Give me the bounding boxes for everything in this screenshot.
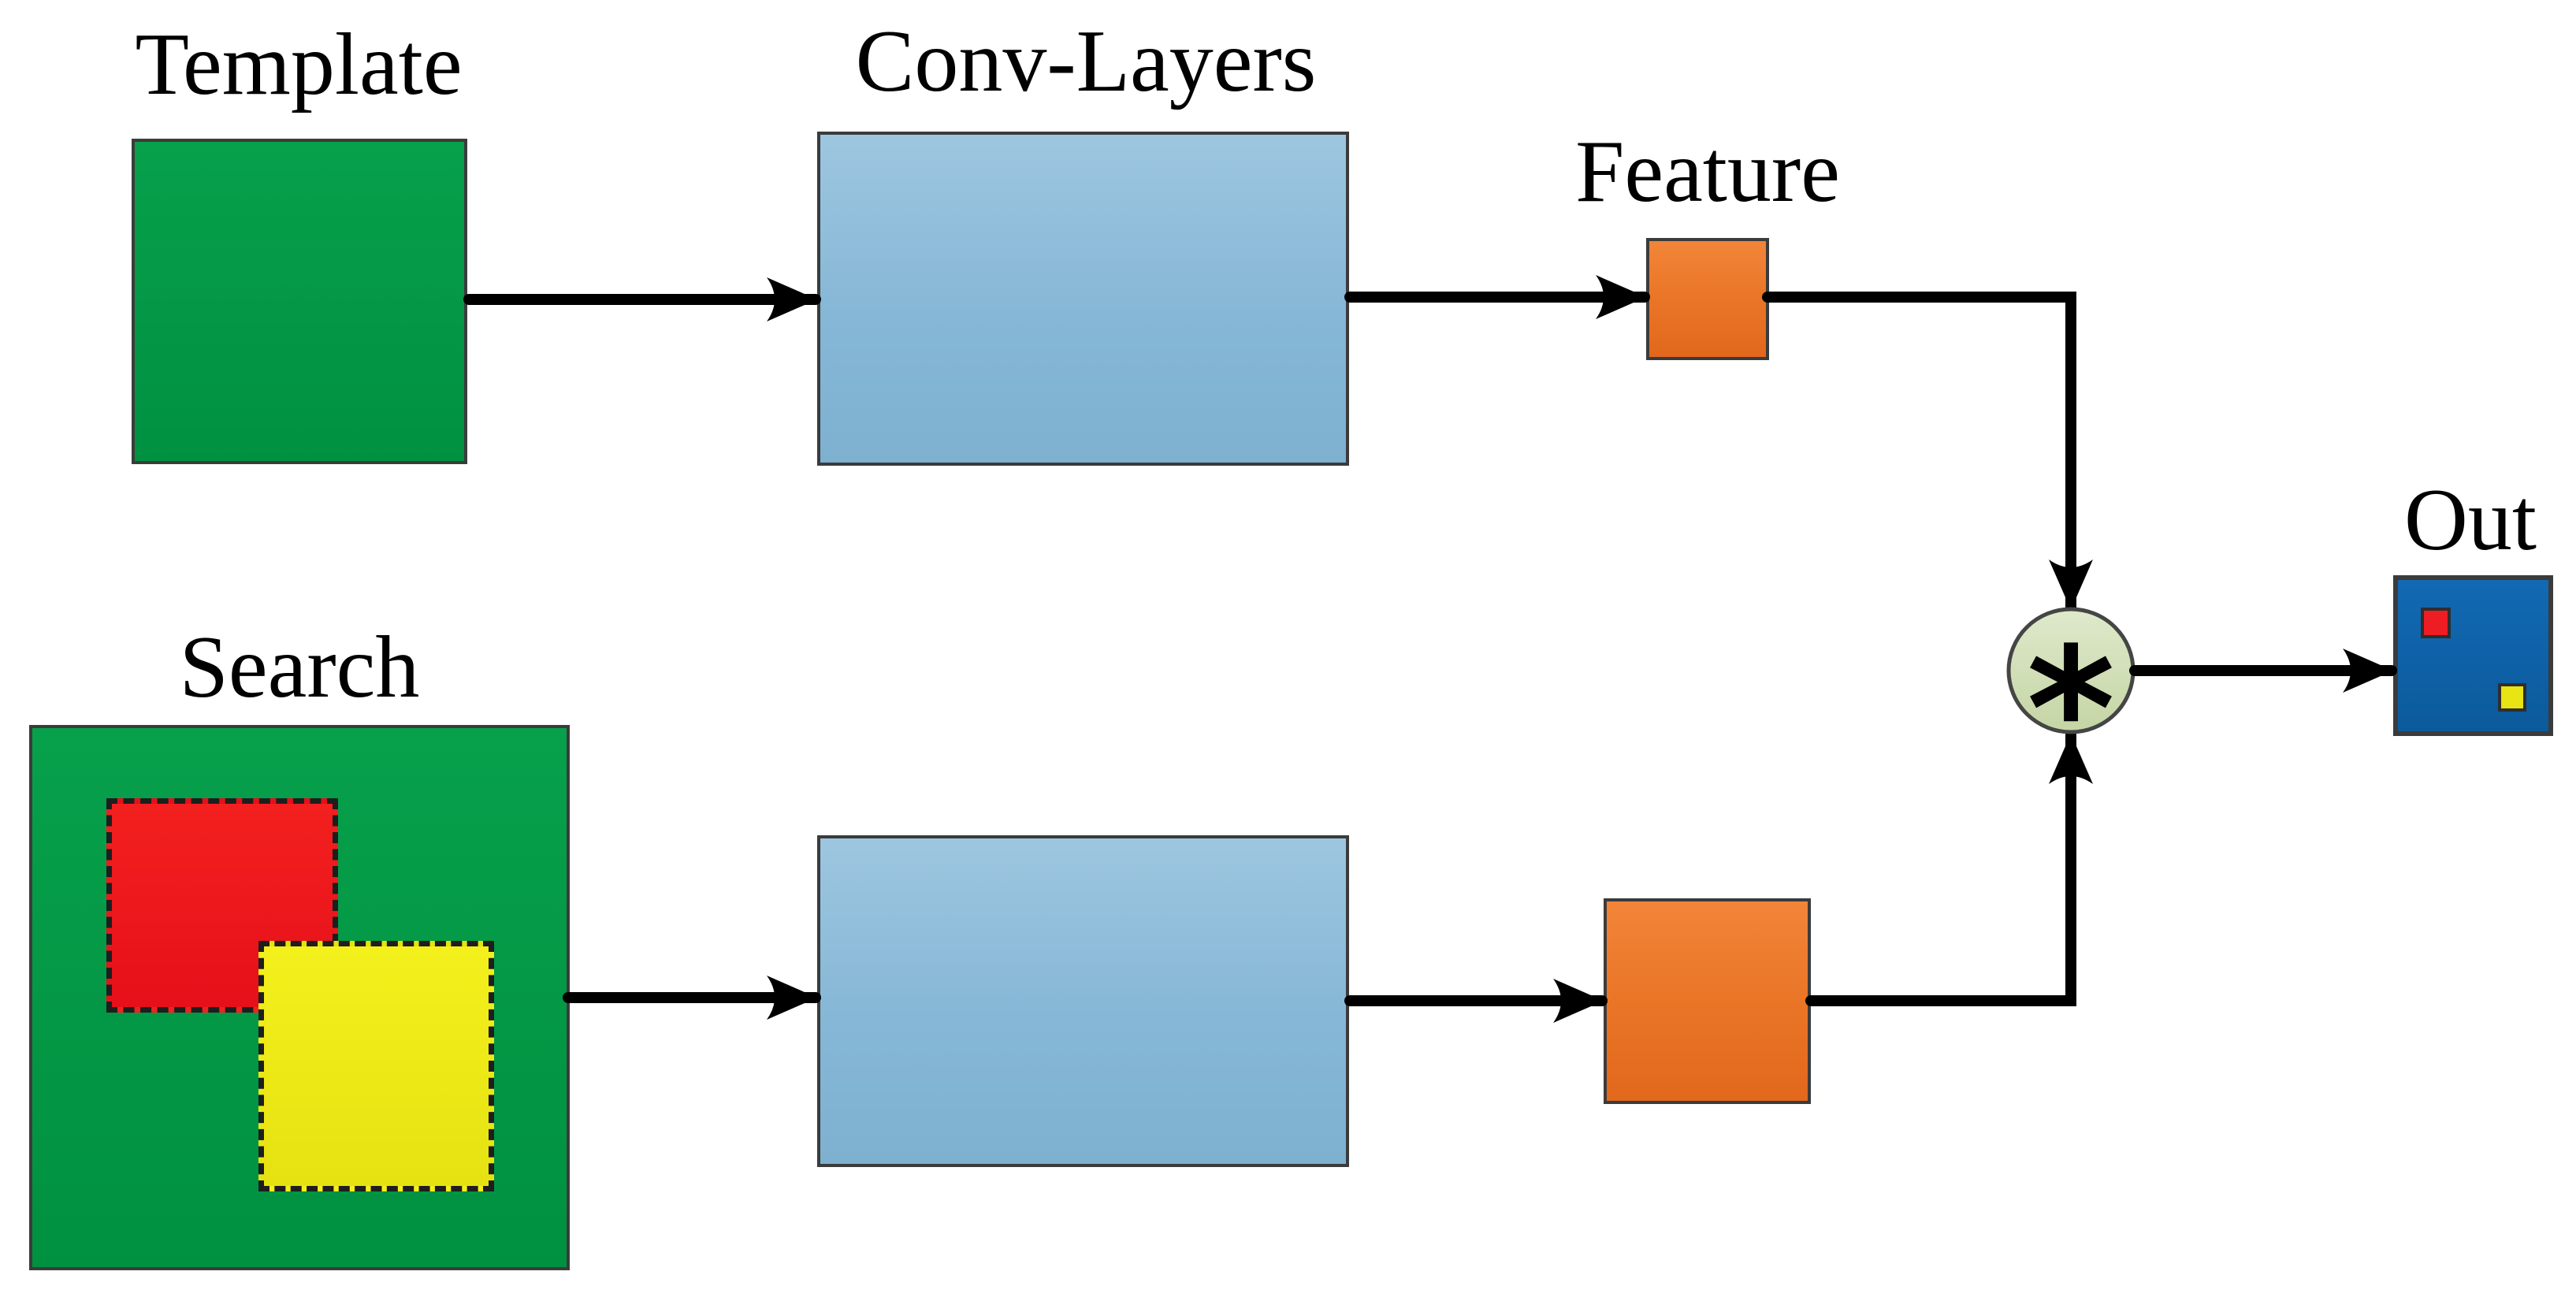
connector-template-feature-to-correlation <box>1762 292 2093 614</box>
output-map-box <box>2393 575 2553 736</box>
output-red-peak <box>2421 608 2451 638</box>
search-yellow-distractor-box <box>258 941 494 1191</box>
connector-search-feature-to-correlation <box>1805 730 2093 1006</box>
correlation-operator-circle <box>2006 607 2136 734</box>
template-image-box <box>132 139 467 464</box>
search-image-box <box>29 725 570 1270</box>
output-yellow-peak <box>2498 683 2526 712</box>
conv-layers-top-box <box>817 132 1349 466</box>
search-feature-box <box>1604 898 1811 1104</box>
